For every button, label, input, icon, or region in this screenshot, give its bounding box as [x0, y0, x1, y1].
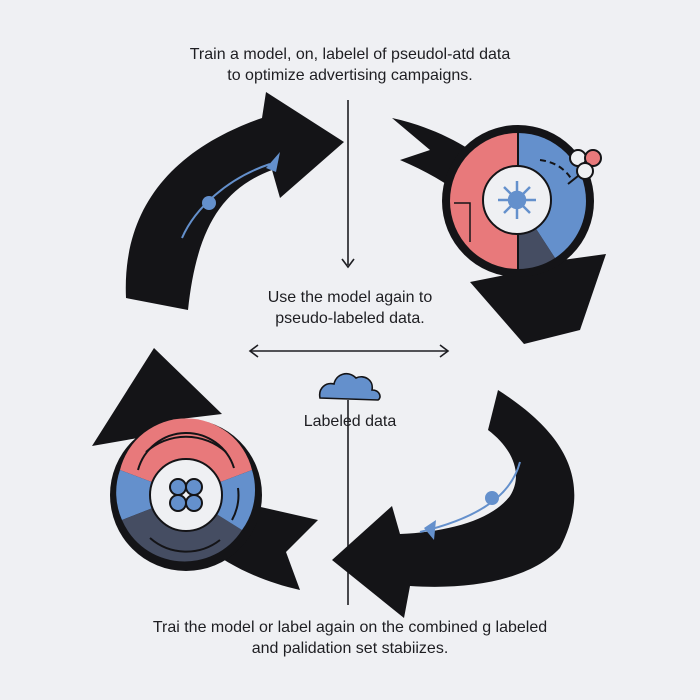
- down-arrowhead: [341, 258, 355, 269]
- top-caption-line-1: Train a model, on, labelel of pseudol-at…: [189, 46, 511, 63]
- middle-caption-line-2: pseudo-labeled data.: [275, 310, 425, 327]
- labeled-data-label: Labeled data: [303, 413, 397, 430]
- molecule-icon: [567, 149, 602, 185]
- flower-icon: [169, 478, 203, 512]
- middle-caption: Use the model again to pseudo-labeled da…: [200, 287, 500, 329]
- cycle-arrow-top-left: [125, 92, 345, 310]
- middle-caption-line-1: Use the model again to: [267, 289, 433, 306]
- bottom-caption: Trai the model or label again on the com…: [80, 617, 620, 659]
- arrow-dot: [485, 491, 499, 505]
- arrow-inner-track: [181, 163, 271, 239]
- arrow-dot: [202, 196, 216, 210]
- pie-chart-icon: [110, 418, 262, 571]
- bottom-caption-line-1: Trai the model or label again on the com…: [152, 619, 548, 636]
- cloud-icon: [318, 372, 381, 401]
- network-hub-icon: [498, 181, 536, 219]
- top-caption: Train a model, on, labelel of pseudol-at…: [100, 44, 600, 86]
- top-caption-line-2: to optimize advertising campaigns.: [227, 67, 473, 84]
- arrow-triangle: [266, 152, 280, 172]
- bottom-caption-line-2: and palidation set stabiizes.: [251, 640, 449, 657]
- arrow-inner-track: [419, 461, 521, 533]
- double-arrow: [248, 344, 450, 358]
- arrow-triangle: [424, 520, 436, 540]
- pie-chart-icon: [442, 125, 602, 277]
- cycle-arrow-bottom-left: [92, 348, 318, 590]
- cycle-arrow-bottom-right: [332, 390, 575, 618]
